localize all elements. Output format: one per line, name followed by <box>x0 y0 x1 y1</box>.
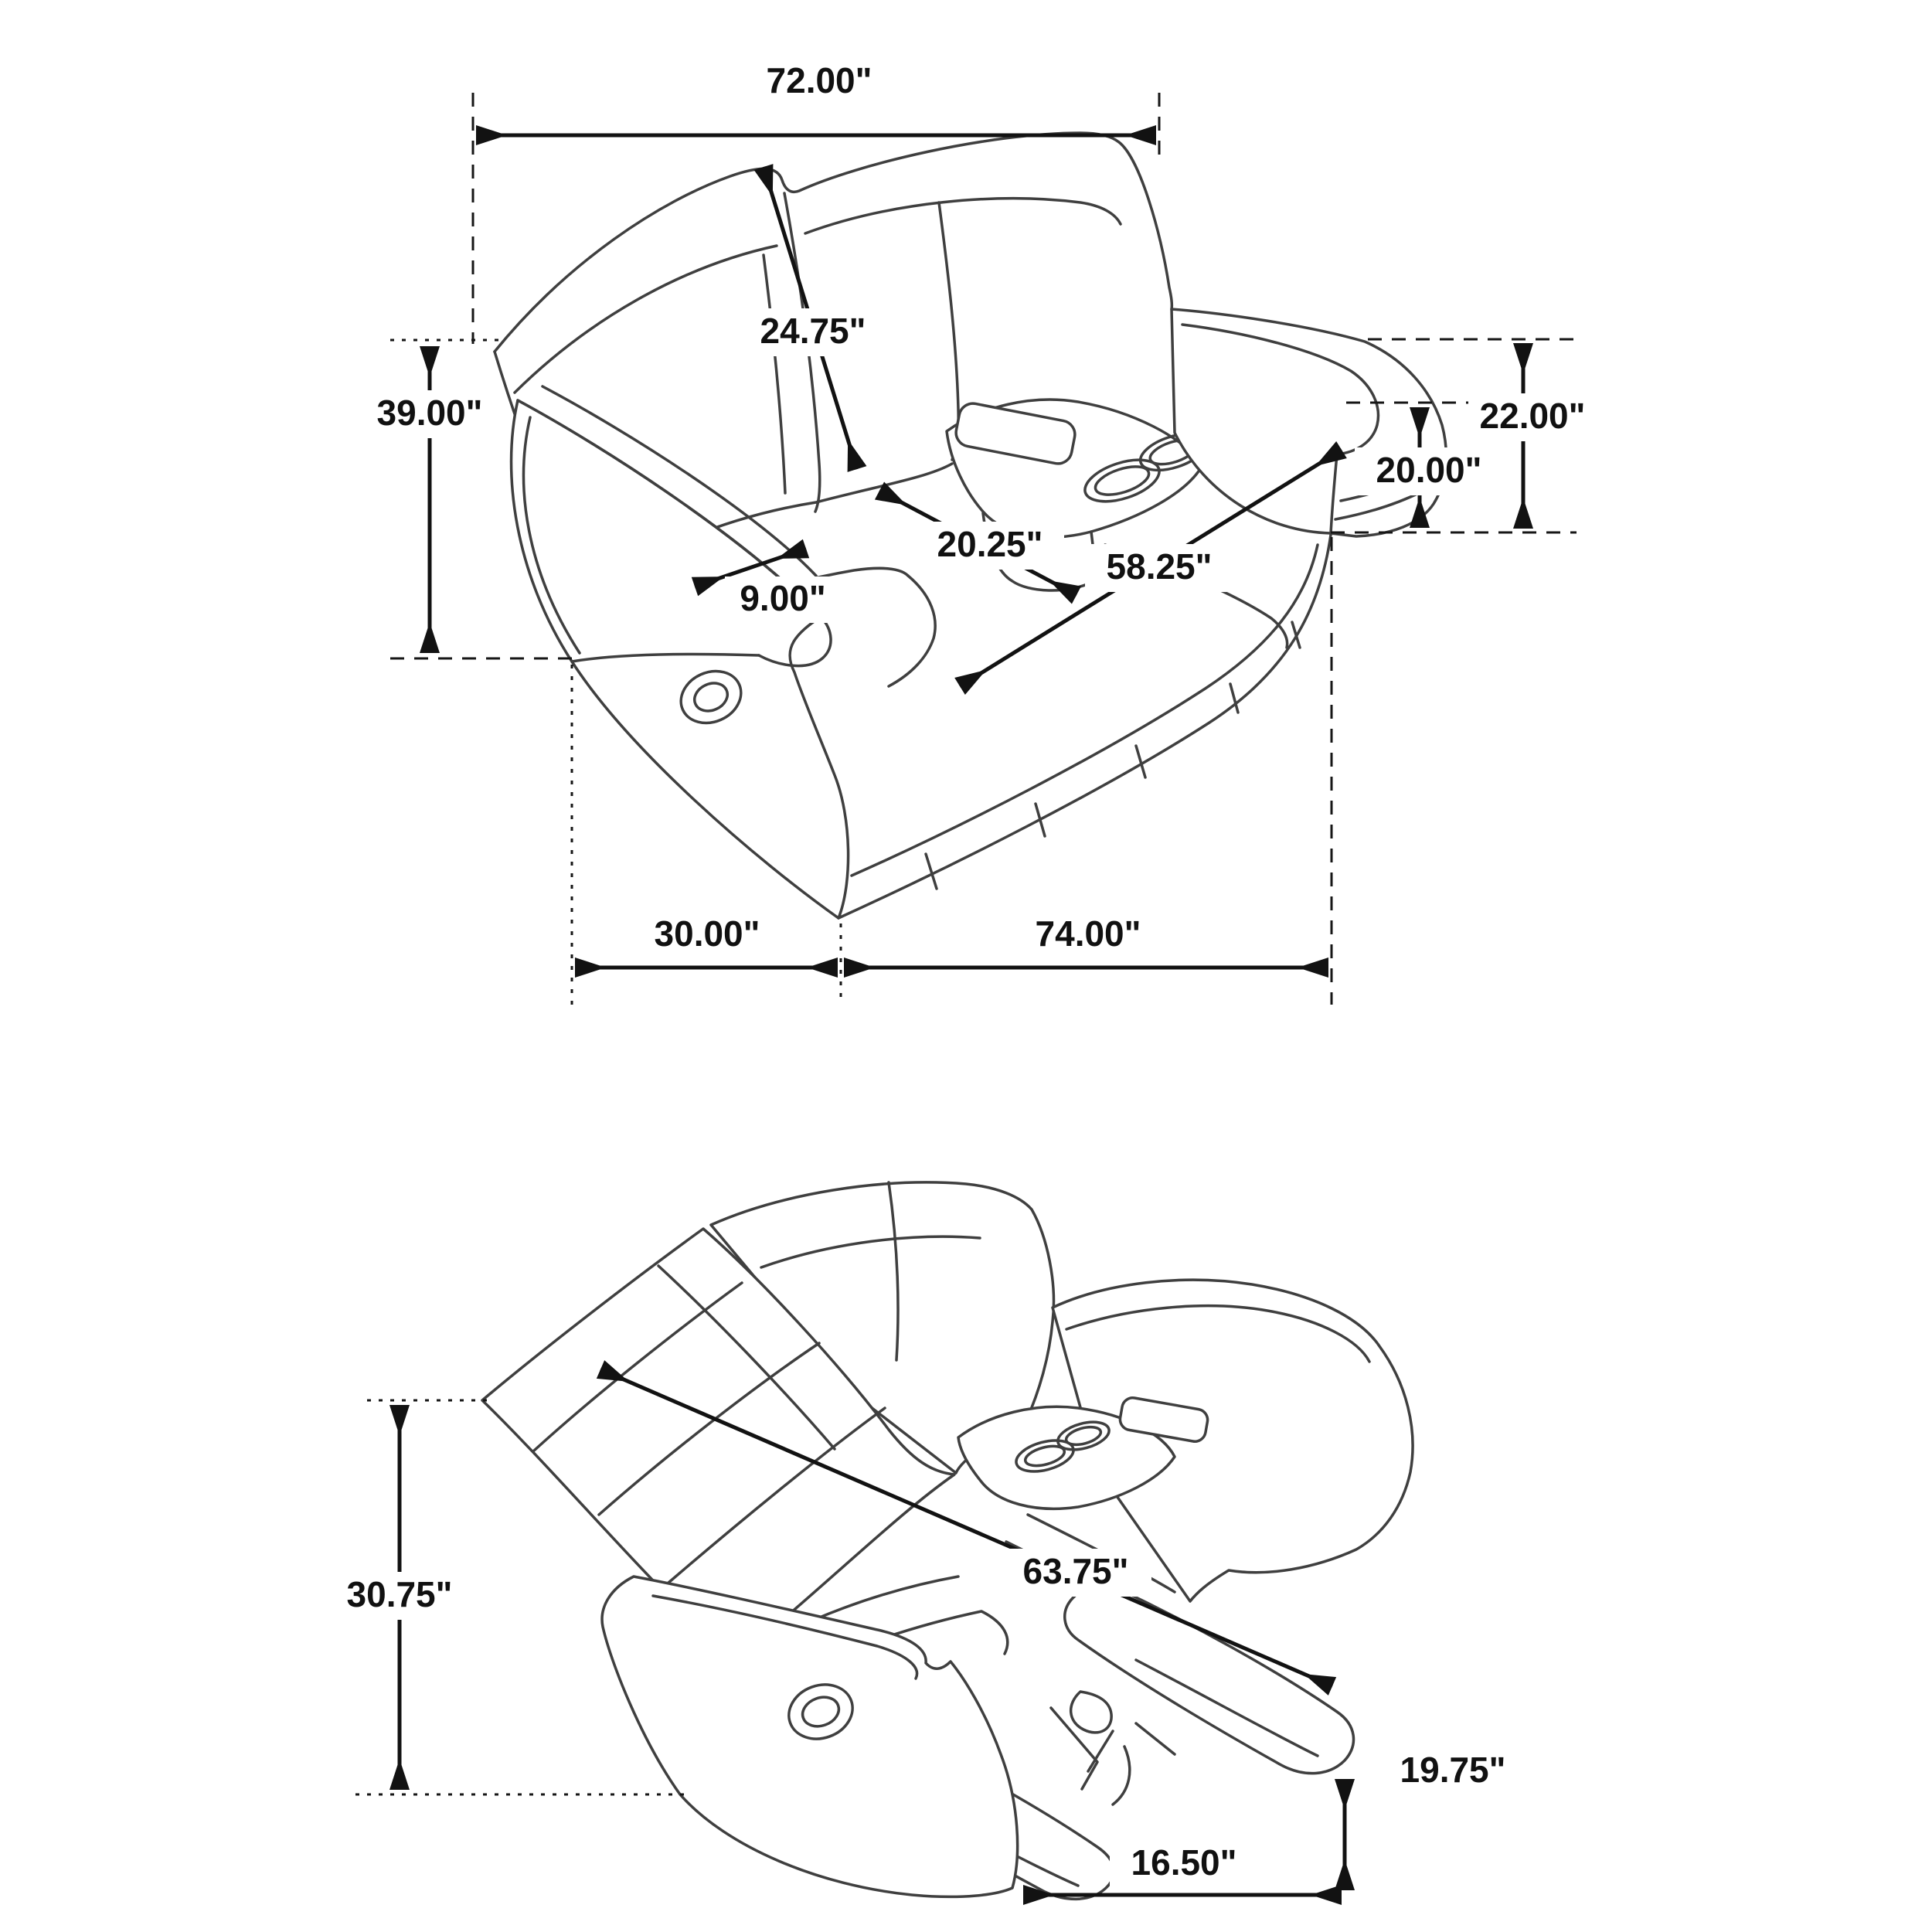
right-back-seam <box>887 1181 900 1362</box>
dim-interior-width: 58.25" <box>954 440 1347 696</box>
dim-label-armrest-width: 9.00" <box>740 578 825 618</box>
skirt-tick <box>924 852 938 890</box>
backrest-outline <box>493 131 1174 353</box>
dim-label-overall-height: 39.00" <box>377 393 483 433</box>
recline-handle-inner <box>801 1696 841 1728</box>
dim-label-seat-depth: 20.25" <box>937 524 1043 564</box>
dim-seat-back-height: 20.00" <box>1346 401 1503 528</box>
dim-label-overall-width: 72.00" <box>767 60 872 100</box>
right-arm-pad-seam <box>1181 323 1380 456</box>
dim-label-footrest-height: 19.75" <box>1400 1750 1506 1790</box>
footrest-right <box>1063 1583 1355 1775</box>
headrest-seam-left <box>513 244 778 394</box>
dim-footrest-height: 19.75" <box>1335 1747 1527 1890</box>
dim-reclined-height: 30.75" <box>325 1399 684 1796</box>
view-upright: 72.00" 39.00" 24.75" 9.00" 20.25" <box>355 58 1607 1005</box>
dim-label-reclined-height: 30.75" <box>347 1574 453 1614</box>
recline-handle <box>679 669 743 725</box>
dim-label-arm-height: 22.00" <box>1480 396 1586 436</box>
dim-arm-height: 22.00" <box>1331 338 1607 534</box>
recline-handle-inner <box>692 682 730 713</box>
dim-label-base-depth: 30.00" <box>655 913 760 954</box>
sofa-reclined-drawing <box>481 1181 1414 1900</box>
left-arm-piping <box>522 416 581 655</box>
seat-side-band <box>887 574 937 688</box>
recliner-mechanism <box>1069 1690 1113 1734</box>
left-arm-reclined <box>600 1575 1019 1899</box>
dim-reclined-diagonal: 63.75" <box>596 1360 1337 1696</box>
back-channel-seam <box>762 253 787 495</box>
recliner-mechanism <box>1049 1706 1099 1791</box>
dim-label-footrest-extension: 16.50" <box>1131 1842 1237 1883</box>
recliner-mechanism <box>1111 1745 1131 1806</box>
right-back-seam <box>760 1235 981 1269</box>
skirt-tick <box>1134 744 1147 779</box>
recliner-mechanism <box>1134 1722 1176 1756</box>
dim-label-back-diagonal: 24.75" <box>760 311 866 351</box>
dimension-arrow <box>691 539 810 597</box>
dim-label-reclined-diagonal: 63.75" <box>1023 1551 1129 1591</box>
recliner-mechanism <box>1087 1730 1114 1773</box>
dim-armrest-width: 9.00" <box>691 539 841 623</box>
headrest-seam-right <box>804 196 1122 235</box>
right-arm <box>1170 308 1448 538</box>
skirt-tick <box>1034 802 1046 838</box>
dim-base-depth: 30.00" <box>570 665 842 1005</box>
dim-overall-height: 39.00" <box>355 338 572 660</box>
right-arm-pad-seam <box>1065 1304 1371 1363</box>
view-reclined: 30.75" 63.75" 19.75" 16.50" <box>325 1181 1527 1905</box>
base-front-edge <box>837 533 1332 920</box>
skirt-tick <box>1291 621 1301 649</box>
dim-footrest-extension: 16.50" <box>1023 1841 1342 1905</box>
dim-label-base-length: 74.00" <box>1036 913 1141 954</box>
dimension-arrow <box>596 1360 1337 1696</box>
dim-back-diagonal: 24.75" <box>739 164 887 472</box>
dim-overall-width: 72.00" <box>471 58 1161 344</box>
base-skirt-seam <box>850 543 1319 877</box>
dim-base-length: 74.00" <box>844 537 1333 1005</box>
dim-label-interior-width: 58.25" <box>1107 546 1213 587</box>
dim-label-seat-back-height: 20.00" <box>1376 450 1482 490</box>
back-channel-seam <box>937 201 960 461</box>
left-arm-under-seam <box>570 652 760 663</box>
